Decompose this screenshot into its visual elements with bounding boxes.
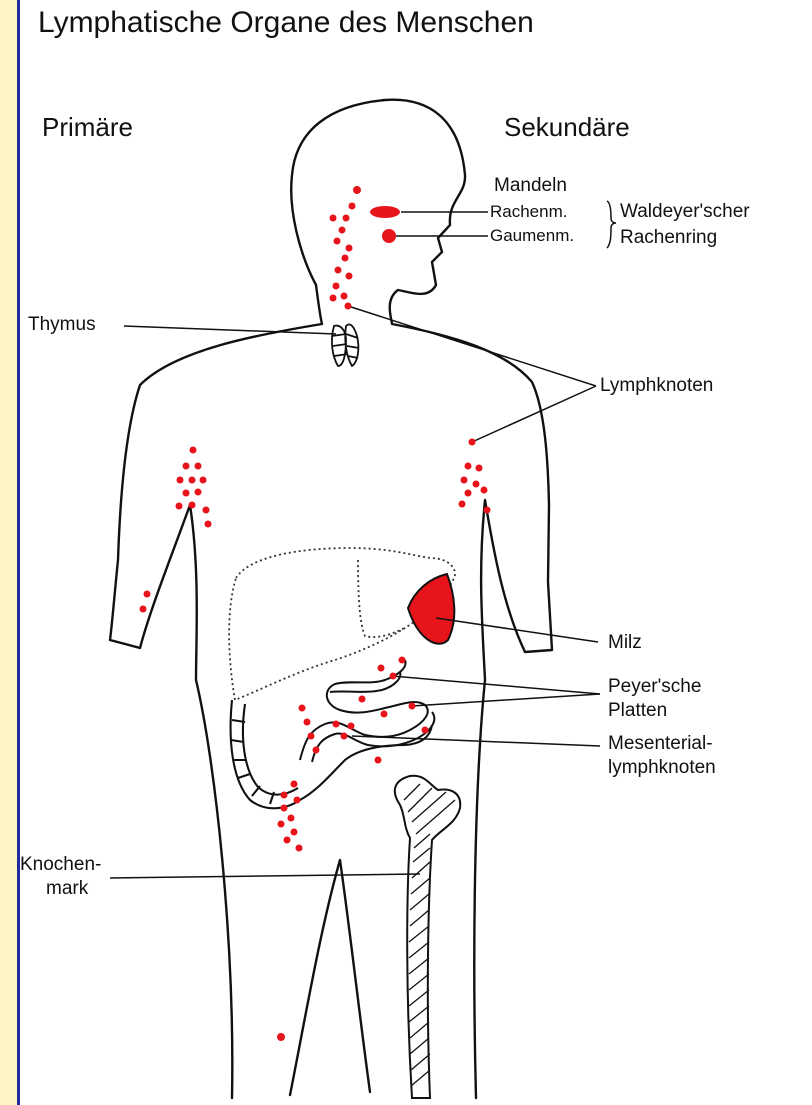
palatine-tonsil <box>382 229 396 243</box>
diagram-title: Lymphatische Organe des Menschen <box>38 6 534 40</box>
pharyngeal-tonsil <box>370 206 400 218</box>
leader-lymph-1 <box>348 306 596 386</box>
label-mesenterial-2: lymphknoten <box>608 757 716 779</box>
leader-peyer-2 <box>412 694 600 706</box>
leader-mesenterial <box>352 736 600 746</box>
label-knochenmark-1: Knochen- <box>20 854 101 876</box>
leg-inner-outline <box>290 860 370 1095</box>
stomach-outline <box>358 560 405 637</box>
label-lymphknoten: Lymphknoten <box>600 375 713 397</box>
label-mesenterial-1: Mesenterial- <box>608 733 713 755</box>
label-mandeln: Mandeln <box>494 175 567 197</box>
label-knochenmark-2: mark <box>46 878 88 900</box>
femur-bone <box>395 776 460 1098</box>
bracket-waldeyer <box>607 201 616 248</box>
thymus-organ <box>332 324 359 366</box>
label-peyer-1: Peyer'sche <box>608 676 701 698</box>
leader-knochenmark <box>110 874 420 878</box>
colon-haustra <box>231 720 274 804</box>
spleen <box>408 574 454 644</box>
label-peyer-2: Platten <box>608 700 667 722</box>
label-rachenring: Rachenring <box>620 227 717 249</box>
leader-milz <box>436 618 598 642</box>
heading-secondary: Sekundäre <box>504 112 630 143</box>
heading-primary: Primäre <box>42 112 133 143</box>
leader-peyer-1 <box>392 676 600 694</box>
leader-lymph-2 <box>472 386 596 442</box>
label-milz: Milz <box>608 632 642 654</box>
label-rachenm: Rachenm. <box>490 202 567 222</box>
label-waldeyer: Waldeyer'scher <box>620 201 750 223</box>
colon-inner <box>243 704 298 795</box>
body-outline-left <box>110 285 322 1098</box>
label-gaumenm: Gaumenm. <box>490 226 574 246</box>
label-thymus: Thymus <box>28 314 96 336</box>
